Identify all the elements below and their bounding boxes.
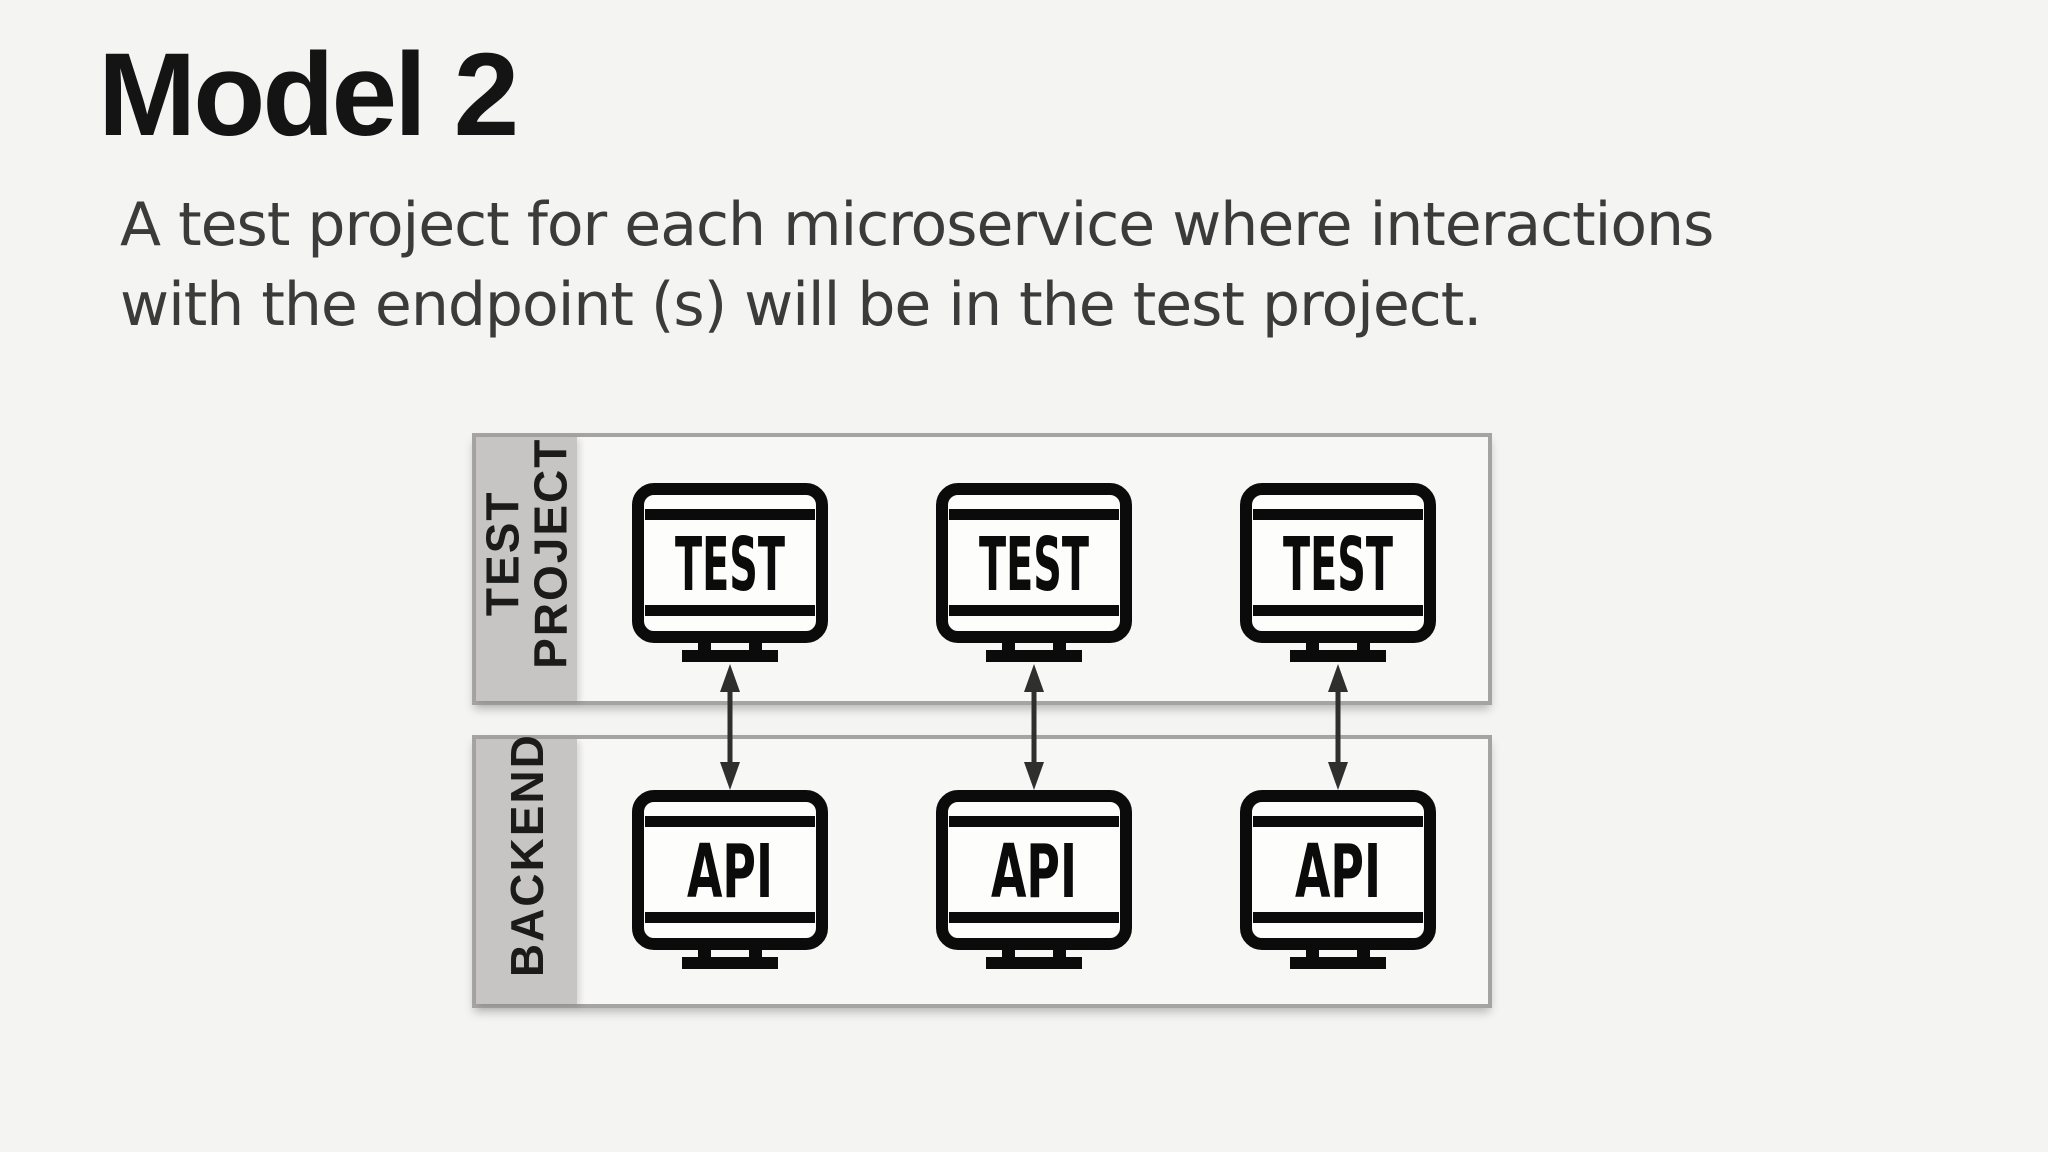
monitor-bottom-bar (1253, 605, 1423, 616)
monitor-top-bar (949, 509, 1119, 520)
test-project-band-label: TEST PROJECT (476, 437, 577, 669)
monitor-stand-leg (1357, 635, 1370, 653)
monitor-stand-leg (1053, 942, 1066, 960)
api-monitor-icon-1: API (632, 790, 828, 969)
monitor-stand-leg (749, 635, 762, 653)
monitor-stand-leg (1306, 942, 1319, 960)
test-monitor-icon-1: TEST (632, 483, 828, 662)
monitor-screen-label: API (991, 829, 1077, 915)
monitor-bottom-bar (949, 605, 1119, 616)
arrow-head-down-icon (1024, 762, 1044, 790)
backend-label-strip: BACKEND (476, 733, 577, 1004)
monitor-frame (632, 790, 828, 950)
slide-subtitle: A test project for each microservice whe… (120, 185, 1714, 345)
monitor-stand-base (682, 957, 778, 969)
api-monitor-icon-3: API (1240, 790, 1436, 969)
monitor-screen-label: API (1295, 829, 1381, 915)
monitor-bottom-bar (1253, 912, 1423, 923)
monitor-stand-leg (1306, 635, 1319, 653)
monitor-stand-leg (1053, 635, 1066, 653)
monitor-top-bar (1253, 509, 1423, 520)
monitor-top-bar (645, 816, 815, 827)
monitor-frame (936, 790, 1132, 950)
monitor-screen-label: TEST (979, 522, 1089, 608)
monitor-top-bar (645, 509, 815, 520)
arrow-head-up-icon (720, 664, 740, 692)
monitor-bottom-bar (949, 912, 1119, 923)
api-monitor-icon-2: API (936, 790, 1132, 969)
monitor-stand-leg (1002, 942, 1015, 960)
arrow-head-down-icon (720, 762, 740, 790)
monitor-frame (936, 483, 1132, 643)
monitor-frame (632, 483, 828, 643)
monitor-stand-leg (1357, 942, 1370, 960)
monitor-stand-base (986, 650, 1082, 662)
monitor-frame (1240, 483, 1436, 643)
monitor-top-bar (949, 816, 1119, 827)
test-monitor-icon-2: TEST (936, 483, 1132, 662)
page-title: Model 2 (98, 29, 519, 161)
monitor-stand-leg (1002, 635, 1015, 653)
monitor-stand-base (986, 957, 1082, 969)
monitor-stand-leg (749, 942, 762, 960)
test-api-connector-arrow-1 (720, 664, 740, 790)
test-project-label-strip: TEST PROJECT (476, 437, 577, 701)
monitor-stand-leg (698, 942, 711, 960)
monitor-stand-base (1290, 957, 1386, 969)
arrow-head-down-icon (1328, 762, 1348, 790)
monitor-screen-label: TEST (1283, 522, 1393, 608)
test-project-band-label-line1: TEST (476, 490, 529, 616)
monitor-stand-base (1290, 650, 1386, 662)
monitor-bottom-bar (645, 605, 815, 616)
test-project-band-label-line2: PROJECT (524, 437, 577, 669)
arrow-head-up-icon (1024, 664, 1044, 692)
test-api-connector-arrow-2 (1024, 664, 1044, 790)
monitor-bottom-bar (645, 912, 815, 923)
backend-band-label: BACKEND (500, 733, 553, 978)
monitor-frame (1240, 790, 1436, 950)
monitor-screen-label: API (687, 829, 773, 915)
monitor-stand-leg (698, 635, 711, 653)
monitor-screen-label: TEST (675, 522, 785, 608)
subtitle-line-1: A test project for each microservice whe… (120, 190, 1714, 260)
subtitle-line-2: with the endpoint (s) will be in the tes… (120, 270, 1482, 340)
test-api-connector-arrow-3 (1328, 664, 1348, 790)
monitor-stand-base (682, 650, 778, 662)
monitor-top-bar (1253, 816, 1423, 827)
test-monitor-icon-3: TEST (1240, 483, 1436, 662)
arrow-head-up-icon (1328, 664, 1348, 692)
